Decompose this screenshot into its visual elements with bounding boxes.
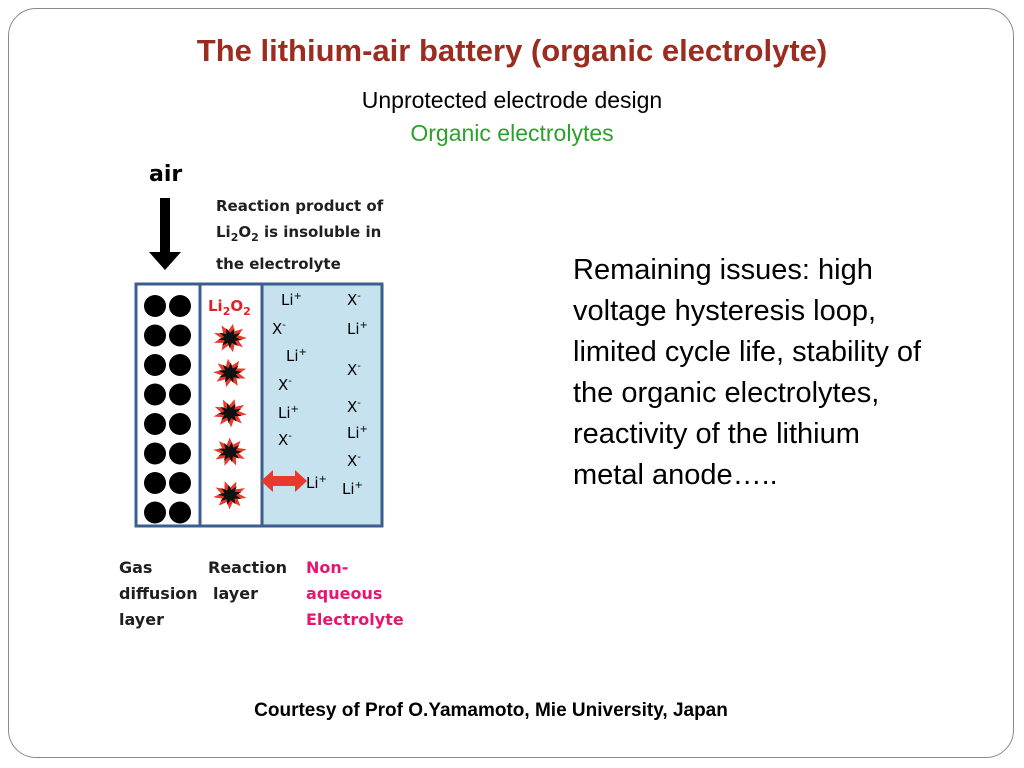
li2o2-deposit-core [218, 442, 242, 463]
ion-label: Li+ [281, 291, 302, 309]
li2o2-deposit-core [218, 484, 242, 505]
note-line-1: Reaction product of [216, 197, 384, 215]
ion-label: Li+ [306, 474, 327, 492]
gas-particle [169, 324, 191, 347]
li2o2-li: Li [208, 297, 223, 315]
gas-particle [144, 472, 166, 494]
note-o: O [238, 223, 252, 241]
li2o2-sub-1: 2 [222, 305, 231, 318]
gas-diffusion-box [134, 282, 202, 528]
ion-label: X- [347, 361, 361, 379]
ion-label: X- [347, 291, 361, 309]
air-arrow-shaft [160, 198, 170, 253]
ion-label: Li+ [342, 480, 363, 498]
note-sub-1: 2 [230, 231, 239, 244]
ion-label: X- [278, 431, 292, 449]
slide-subtitle-green: Organic electrolytes [410, 120, 614, 146]
ion-label: Li+ [286, 347, 307, 365]
ion-label: X- [278, 376, 292, 394]
gas-particle [169, 442, 191, 465]
li2o2-sub-2: 2 [243, 305, 251, 318]
battery-diagram-shapes [134, 198, 384, 528]
courtesy-credit: Courtesy of Prof O.Yamamoto, Mie Univers… [254, 700, 728, 721]
gas-particle [144, 413, 166, 435]
ion-label: Li+ [278, 404, 299, 422]
li-migration-double-arrow [261, 470, 307, 492]
reaction-layer-label: Reaction layer [208, 558, 287, 603]
gas-particle [144, 501, 166, 524]
ion-label: X- [347, 398, 361, 416]
gas-diffusion-particles [144, 295, 191, 524]
li2o2-deposit-core [218, 403, 242, 424]
li2o2-deposit-core [218, 362, 242, 383]
battery-diagram: air Reaction product of Li2O2 is insolub… [105, 160, 425, 640]
ion-label: Li+ [347, 320, 368, 338]
ion-label: Li+ [347, 424, 368, 442]
note-line-2: Li2O2 is insoluble in [216, 219, 383, 251]
note-line-3: the electrolyte [216, 255, 341, 273]
electrolyte-label: Non- aqueous Electrolyte [306, 558, 404, 629]
air-arrow-head [149, 252, 181, 270]
gas-particle [144, 295, 166, 317]
gas-particle [169, 383, 191, 406]
gas-particle [169, 413, 191, 435]
ion-label: X- [272, 320, 286, 338]
remaining-issues-text: Remaining issues: high voltage hysteresi… [573, 254, 922, 491]
li2o2-deposit-core [218, 328, 242, 349]
li2o2-label: Li2O2 [208, 297, 251, 318]
note-sub-2: 2 [251, 231, 259, 244]
ion-label: X- [347, 452, 361, 470]
note-rest: is insoluble in [258, 223, 382, 241]
gas-particle [169, 354, 191, 376]
gas-particle [144, 324, 166, 347]
slide-subtitle: Unprotected electrode design [361, 87, 663, 113]
li2o2-deposits [213, 323, 247, 510]
gas-particle [144, 383, 166, 406]
gas-particle [169, 295, 191, 317]
reaction-product-note: Reaction product of Li2O2 is insoluble i… [216, 193, 383, 277]
gas-particle [169, 472, 191, 494]
air-label: air [149, 162, 183, 187]
slide-frame [8, 8, 1014, 758]
slide-title: The lithium-air battery (organic electro… [196, 33, 828, 68]
gas-particle [144, 442, 166, 465]
gas-particle [144, 354, 166, 376]
li2o2-o: O [230, 297, 244, 315]
gas-diffusion-label: Gas diffusion layer [119, 558, 198, 629]
gas-particle [169, 501, 191, 524]
note-li: Li [216, 223, 231, 241]
